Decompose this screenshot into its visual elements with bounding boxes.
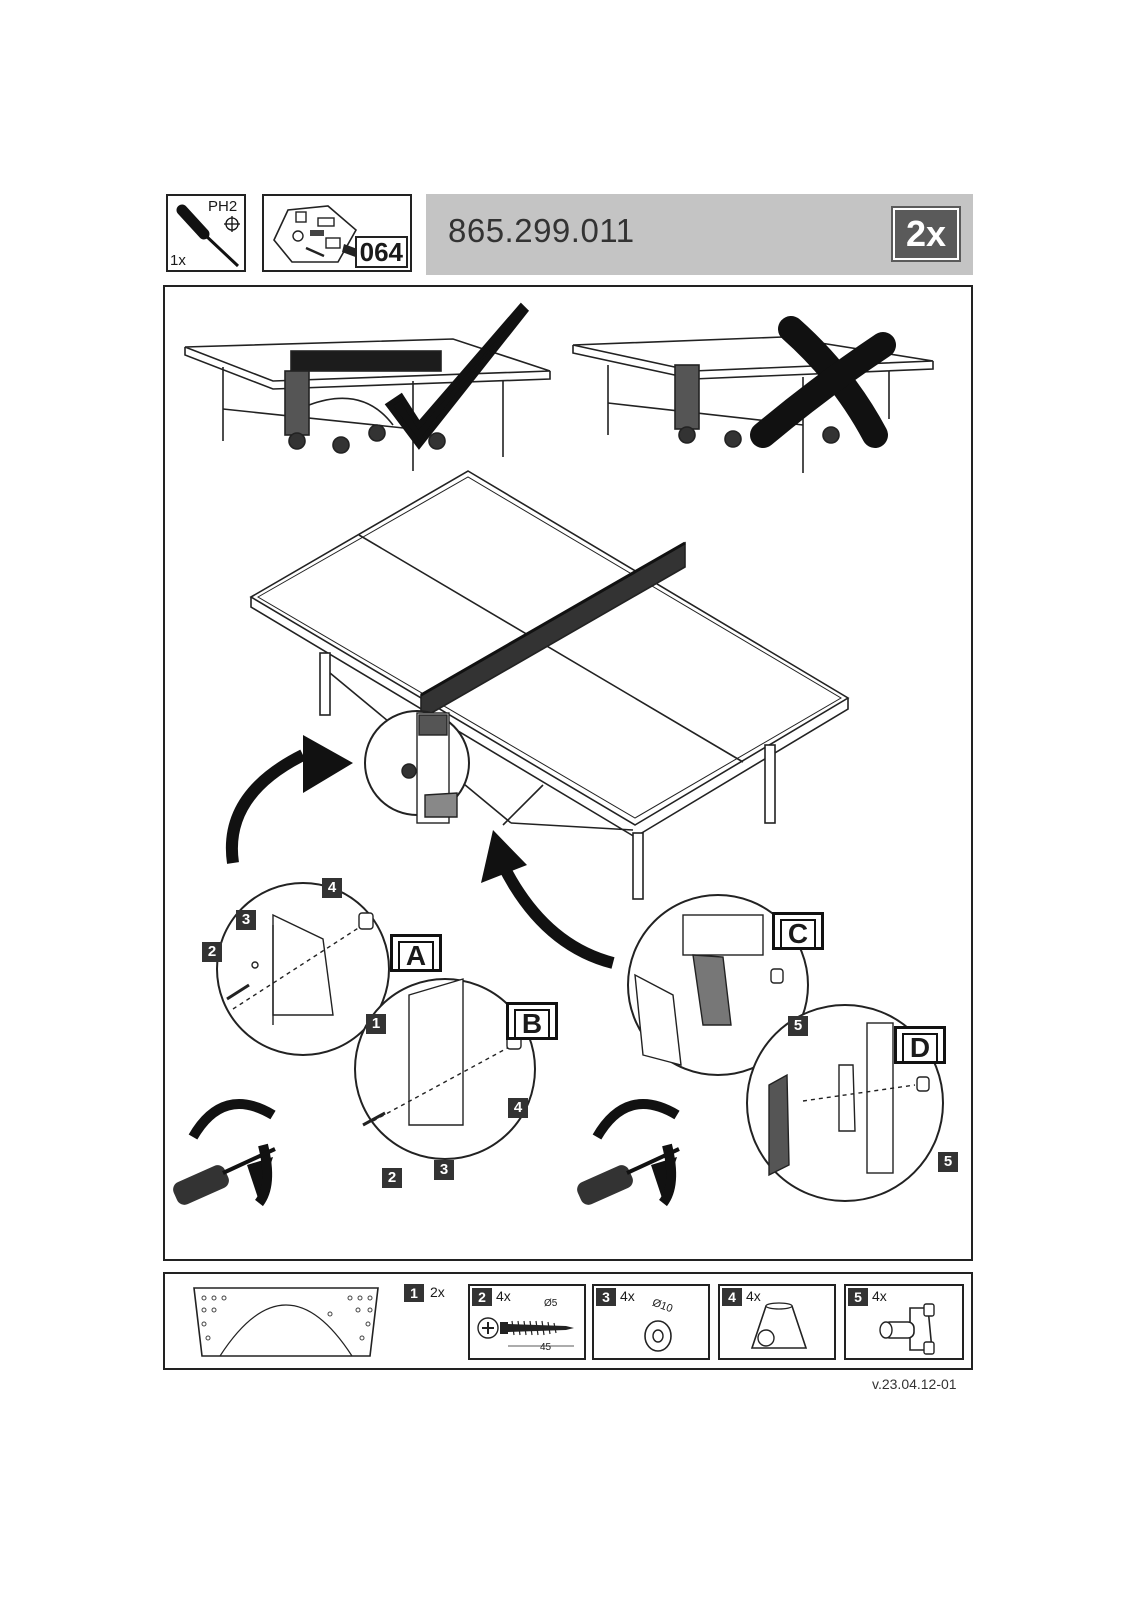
callout-a: A bbox=[390, 934, 442, 972]
hardware-bag-box: 064 bbox=[262, 194, 412, 272]
part-3-cell: 3 4x Ø10 bbox=[592, 1284, 710, 1360]
end-cap-icon bbox=[750, 1302, 808, 1349]
tag-part-3-b: 3 bbox=[434, 1160, 454, 1180]
version-label: v.23.04.12-01 bbox=[872, 1376, 957, 1392]
bracket-plate-icon bbox=[193, 1287, 379, 1357]
screw-icon bbox=[477, 1317, 574, 1347]
callout-d: D bbox=[894, 1026, 946, 1064]
tag-part-4-b: 4 bbox=[508, 1098, 528, 1118]
main-illustration-frame bbox=[163, 285, 973, 1261]
part-5-number: 5 bbox=[848, 1288, 868, 1306]
hardware-bag-icon bbox=[273, 205, 360, 263]
screwdriver-rotate-left bbox=[173, 1099, 276, 1207]
tag-part-5-d: 5 bbox=[938, 1152, 958, 1172]
part-2-number: 2 bbox=[472, 1288, 492, 1306]
cross-mark-icon bbox=[750, 316, 896, 448]
folded-table-correct bbox=[184, 338, 551, 471]
callout-b: B bbox=[506, 1002, 558, 1040]
check-mark-icon bbox=[384, 302, 530, 450]
part-2-cell: 2 4x Ø5 45 bbox=[468, 1284, 586, 1360]
part-2-diameter: Ø5 bbox=[544, 1298, 558, 1309]
part-1-number: 1 bbox=[404, 1284, 424, 1302]
part-1-cell: 1 2x bbox=[190, 1284, 460, 1360]
part-5-cell: 5 4x bbox=[844, 1284, 964, 1360]
part-3-qty: 4x bbox=[620, 1288, 635, 1304]
part-4-cell: 4 4x bbox=[718, 1284, 836, 1360]
tag-part-4-a: 4 bbox=[322, 878, 342, 898]
washer-icon bbox=[644, 1320, 672, 1352]
screwdriver-rotate-right bbox=[577, 1099, 680, 1207]
tag-part-1-a: 1 bbox=[366, 1014, 386, 1034]
assembly-illustration bbox=[173, 302, 944, 1207]
part-5-qty: 4x bbox=[872, 1288, 887, 1304]
open-table bbox=[249, 470, 850, 900]
quantity-badge: 2x bbox=[891, 206, 961, 262]
screwdriver-type-label: PH2 bbox=[208, 198, 238, 215]
plug-icon bbox=[879, 1303, 935, 1355]
rotate-arrow-icon bbox=[188, 1099, 276, 1140]
part-1-qty: 2x bbox=[430, 1284, 445, 1300]
tag-part-5-c: 5 bbox=[788, 1016, 808, 1036]
part-3-diameter: Ø10 bbox=[650, 1296, 675, 1316]
tag-part-3-a: 3 bbox=[236, 910, 256, 930]
callout-c: C bbox=[772, 912, 824, 950]
part-4-qty: 4x bbox=[746, 1288, 761, 1304]
part-2-length: 45 bbox=[540, 1342, 552, 1353]
tag-part-2-b: 2 bbox=[382, 1168, 402, 1188]
hardware-bag-number: 064 bbox=[354, 236, 408, 268]
part-3-number: 3 bbox=[596, 1288, 616, 1306]
part-4-number: 4 bbox=[722, 1288, 742, 1306]
screwdriver-qty-label: 1x bbox=[170, 252, 186, 269]
screwdriver-tool-box: PH2 1x bbox=[166, 194, 246, 272]
part-number: 865.299.011 bbox=[448, 212, 635, 249]
part-2-qty: 4x bbox=[496, 1288, 511, 1304]
header-bar: 865.299.011 2x bbox=[426, 194, 973, 275]
tag-part-2-a: 2 bbox=[202, 942, 222, 962]
parts-list-frame bbox=[163, 1272, 973, 1370]
screwdriver-icon bbox=[176, 204, 240, 268]
